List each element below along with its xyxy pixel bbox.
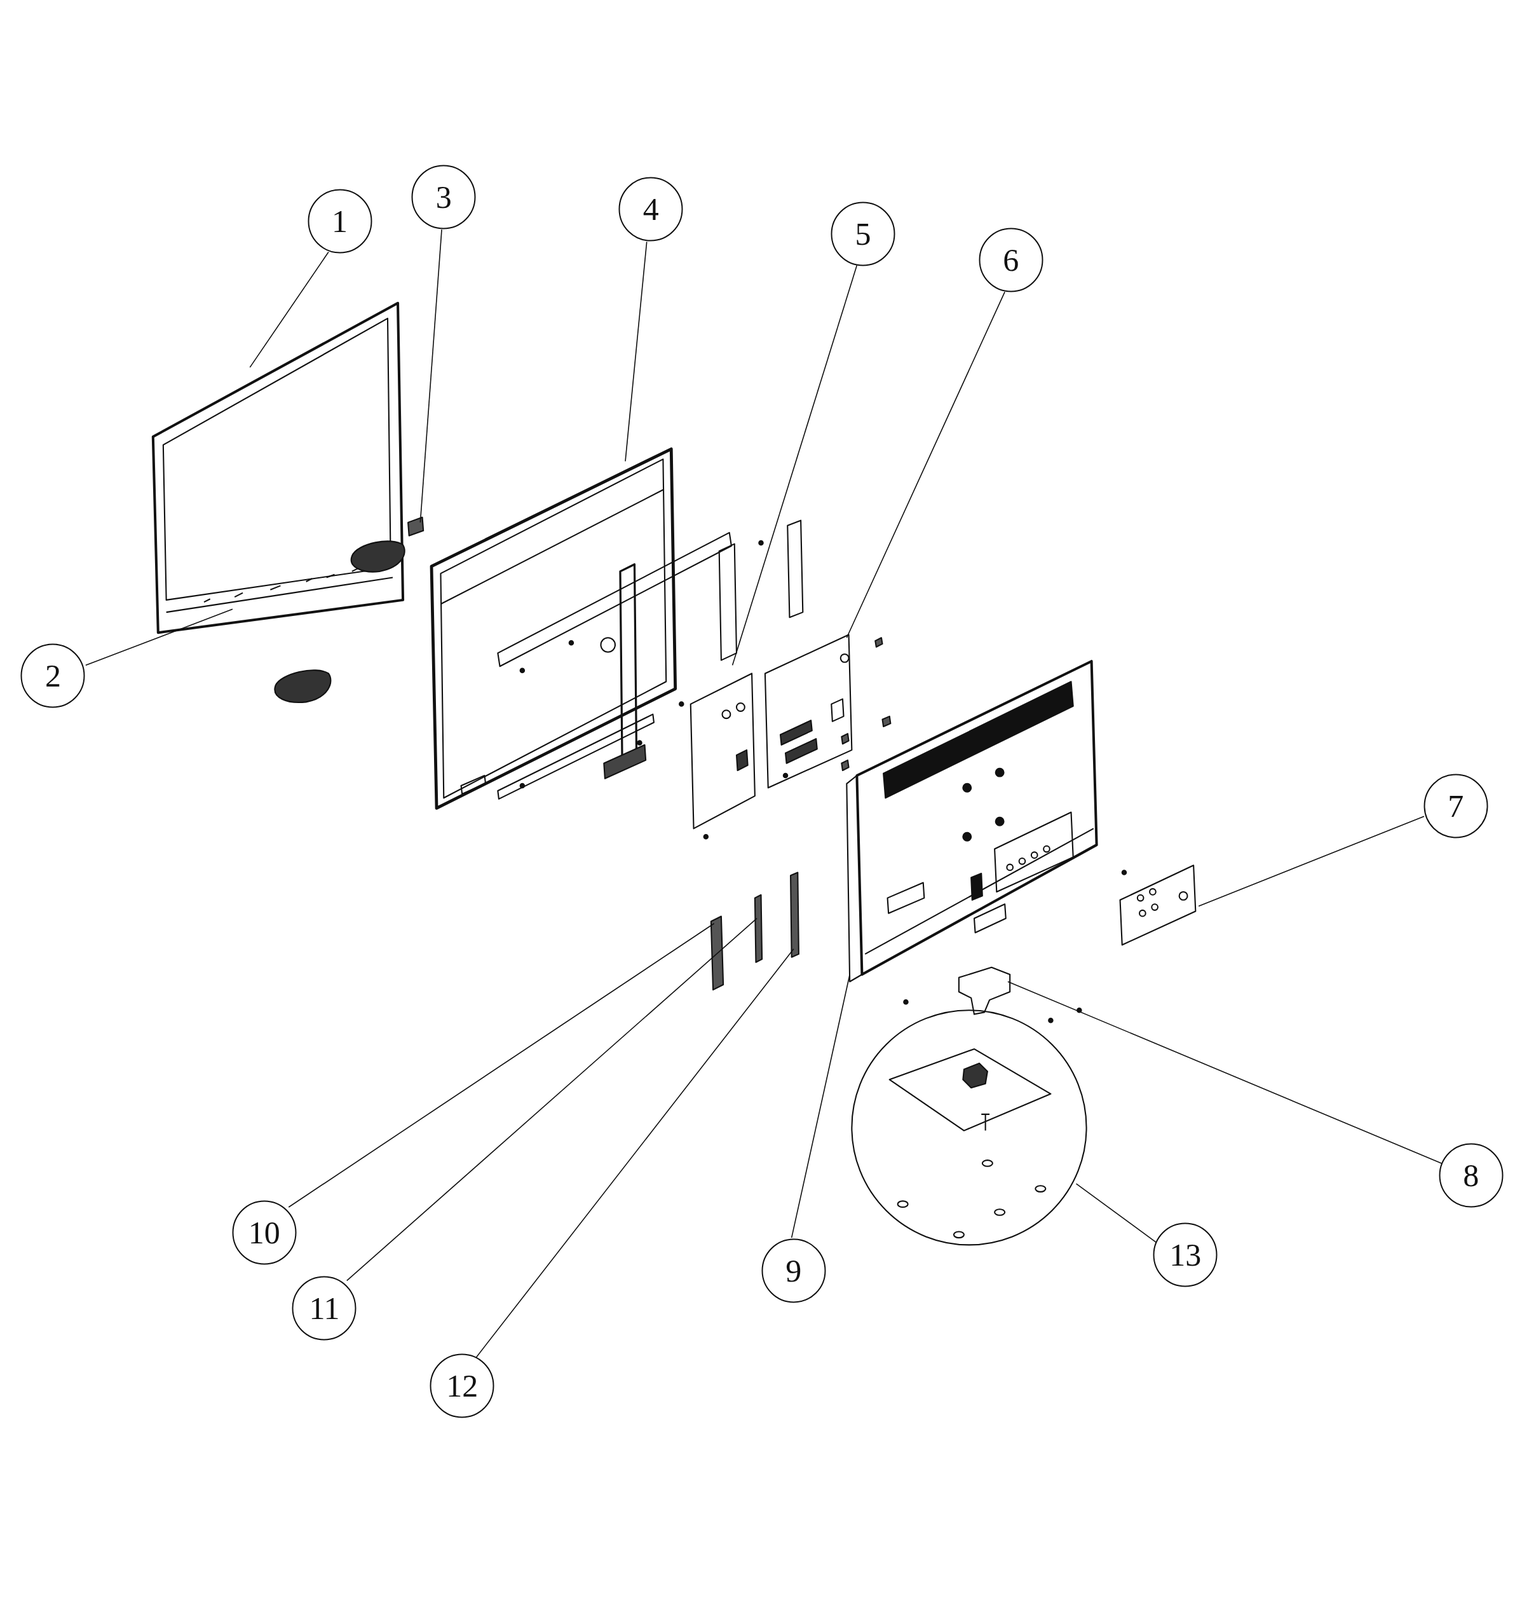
callout-circle: 2 — [20, 643, 86, 708]
speaker — [274, 540, 405, 703]
callout-number: 2 — [45, 659, 62, 692]
ir-board — [407, 517, 424, 536]
callout-circle: 1 — [307, 188, 373, 254]
bracket-strip — [787, 520, 803, 618]
callout-ring — [831, 202, 895, 265]
main-board — [765, 634, 891, 788]
callout-ring — [761, 1238, 825, 1302]
callout-number: 9 — [785, 1254, 802, 1287]
callout-ring — [619, 177, 683, 241]
callout-number: 6 — [1002, 244, 1019, 276]
button-strip — [790, 871, 799, 957]
callout-ring — [292, 1276, 356, 1339]
stand-base — [851, 1009, 1087, 1245]
callout-number: 7 — [1447, 789, 1464, 822]
callout-circle: 9 — [761, 1237, 827, 1303]
callout-circle: 3 — [411, 164, 476, 230]
callout-ring — [412, 165, 476, 229]
rear-panel — [1120, 864, 1196, 945]
callout-ring — [1424, 774, 1488, 838]
callout-number: 10 — [248, 1216, 281, 1249]
callout-ring — [430, 1353, 494, 1417]
middle-frame — [431, 448, 764, 808]
callout-circle: 8 — [1438, 1142, 1504, 1208]
stand-neck — [903, 967, 1081, 1023]
callout-circle: 12 — [429, 1352, 495, 1418]
callout-circle: 5 — [830, 201, 896, 267]
callout-number: 4 — [643, 193, 660, 225]
callout-number: 1 — [331, 205, 348, 238]
front-bezel — [153, 303, 403, 633]
callout-circle: 13 — [1152, 1222, 1218, 1287]
callout-number: 12 — [446, 1369, 478, 1402]
callout-number: 3 — [435, 181, 452, 213]
callout-circle: 10 — [231, 1199, 297, 1265]
callout-circle: 7 — [1423, 773, 1489, 839]
callout-number: 13 — [1169, 1238, 1202, 1271]
button-strip — [754, 894, 762, 963]
callout-number: 8 — [1462, 1159, 1479, 1191]
callout-ring — [1439, 1143, 1503, 1207]
callout-number: 5 — [855, 217, 872, 250]
callout-ring — [979, 228, 1043, 292]
callout-circle: 6 — [978, 227, 1044, 293]
callout-circle: 4 — [618, 176, 684, 242]
callout-ring — [308, 190, 372, 253]
leader-lines — [85, 229, 1442, 1357]
callout-ring — [21, 643, 85, 707]
power-board — [690, 672, 788, 839]
callout-ring — [1154, 1223, 1217, 1287]
callout-ring — [232, 1201, 296, 1264]
callout-circle: 11 — [291, 1275, 357, 1341]
back-cover — [846, 660, 1097, 982]
callout-number: 11 — [308, 1291, 340, 1324]
